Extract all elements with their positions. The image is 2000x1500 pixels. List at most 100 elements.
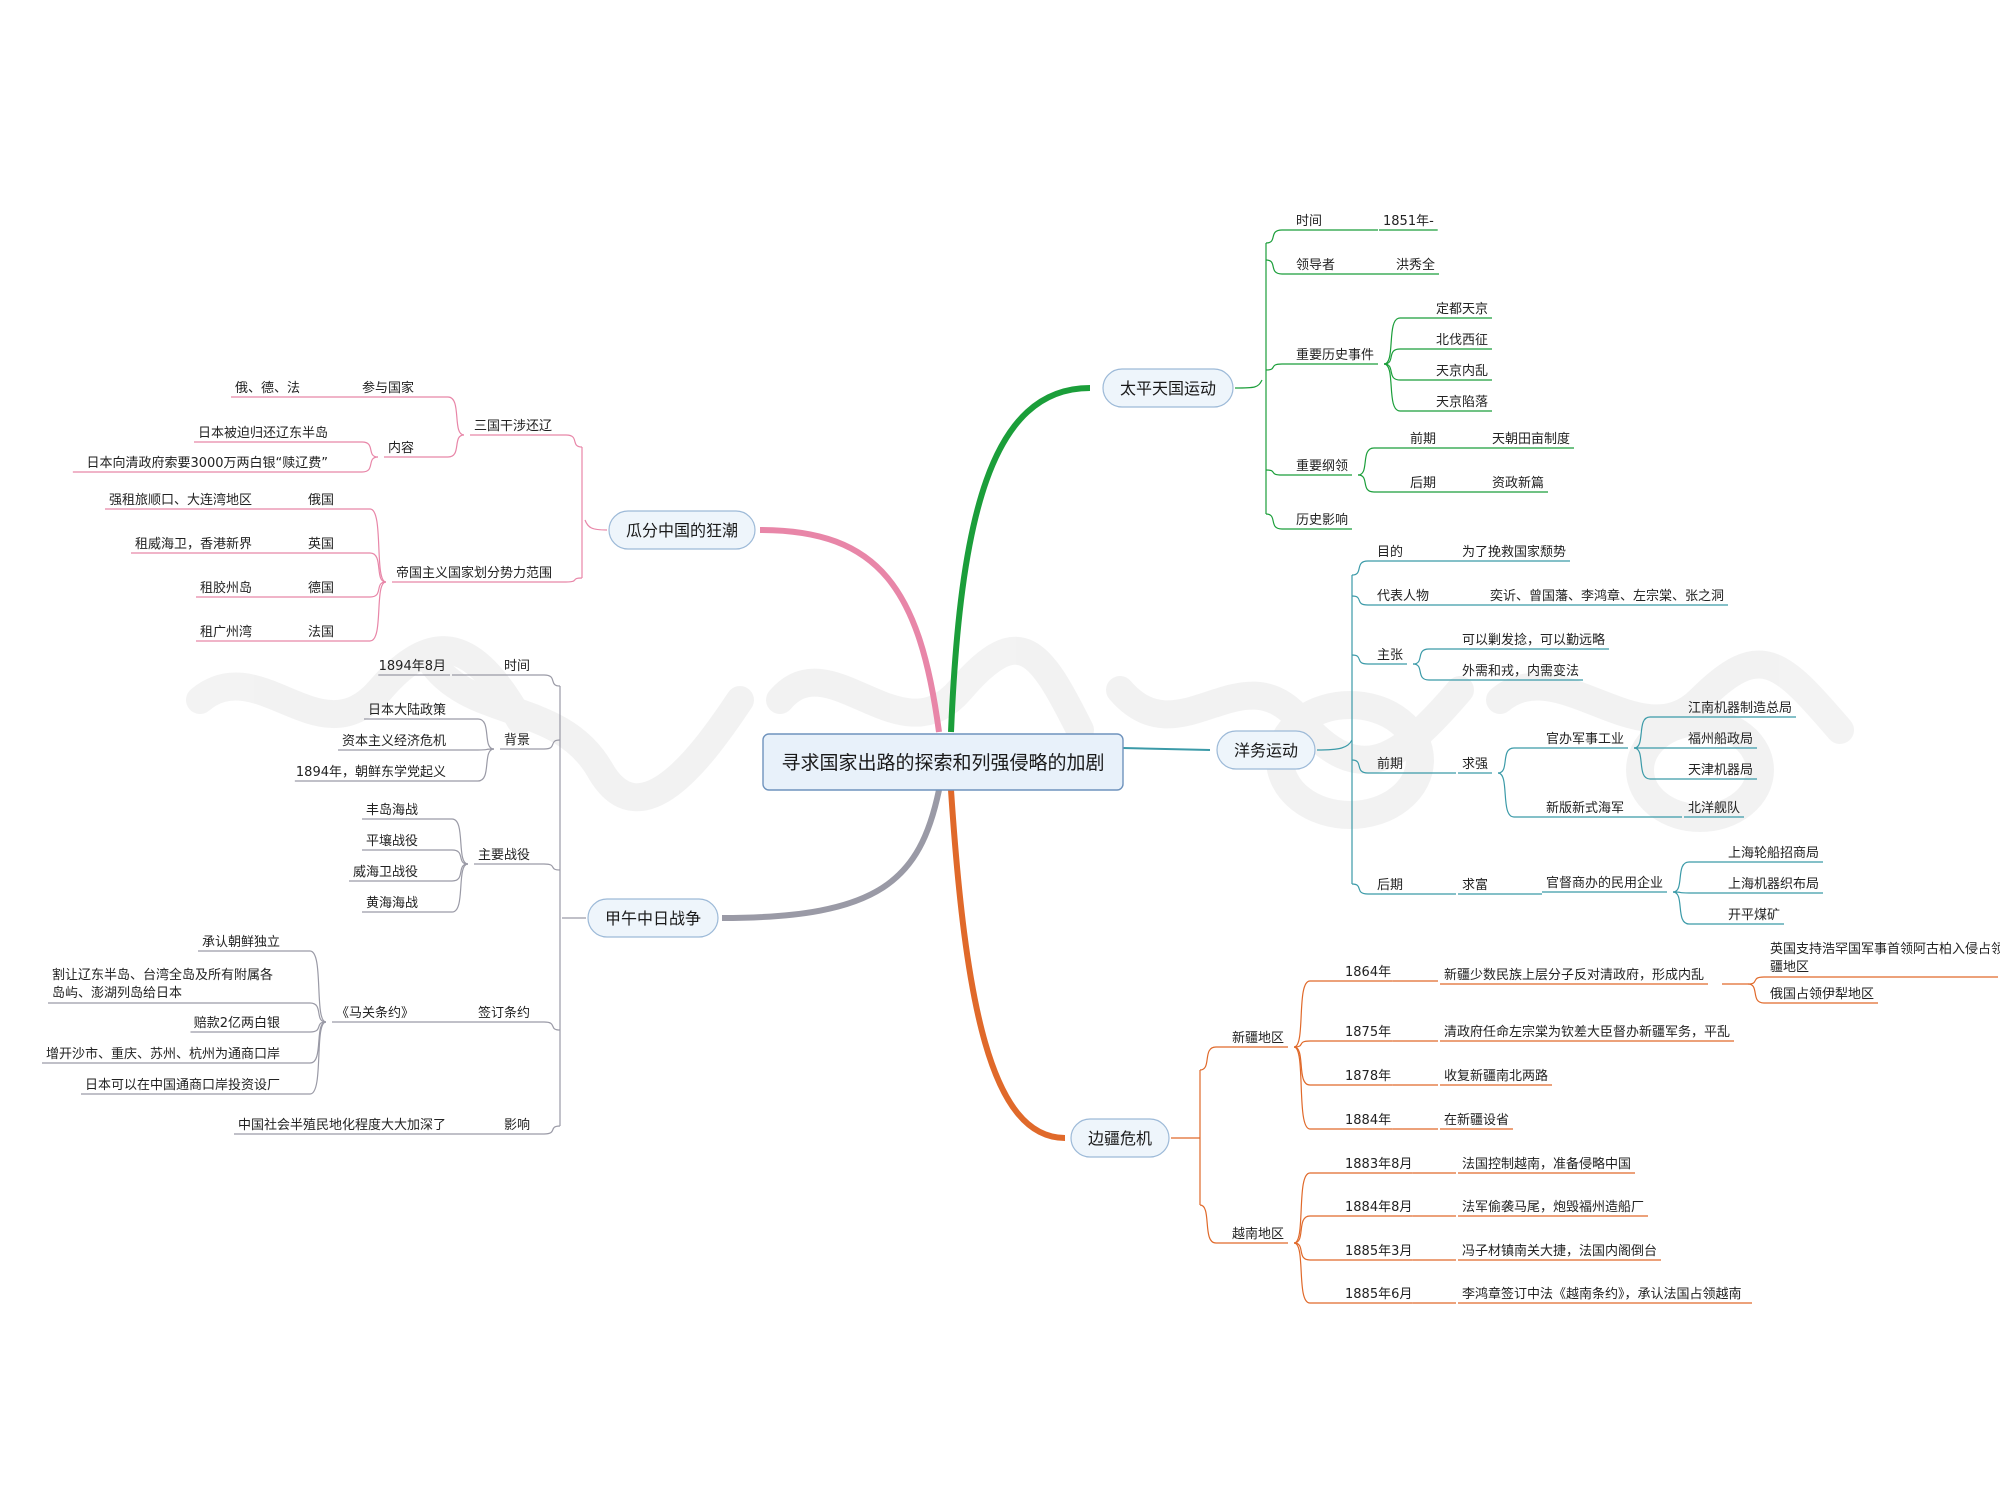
connector-line [1351, 759, 1373, 774]
jiawu-treaty-item-4: 增开沙市、重庆、苏州、杭州为通商口岸 [46, 1046, 280, 1062]
jiawu-time-value: 1894年8月 [379, 659, 446, 674]
yangwu-civil-3: 开平煤矿 [1728, 908, 1780, 923]
border-xj-year-3: 1878年 [1345, 1069, 1391, 1084]
yangwu-people-label: 代表人物 [1377, 589, 1429, 604]
taiping-early-label: 前期 [1410, 431, 1436, 447]
root-topic-label: 寻求国家出路的探索和列强侵略的加剧 [781, 752, 1104, 774]
jiawu-bg-label: 背景 [504, 733, 530, 748]
branch-border-box[interactable] [1070, 1118, 1170, 1158]
connector-line [1383, 363, 1432, 412]
branch-curve-taiping [948, 385, 1091, 733]
branch-curve-border [948, 789, 1066, 1141]
branch-yangwu-box[interactable] [1216, 730, 1316, 770]
connector-line [556, 577, 583, 583]
connector-line [450, 748, 495, 751]
branch-curve-jiawu [721, 789, 942, 921]
yangwu-fu-label: 求富 [1462, 877, 1488, 893]
connector-line [1412, 663, 1458, 681]
jiawu-bg-2: 资本主义经济危机 [342, 734, 446, 749]
connector-line [534, 674, 561, 687]
guafen-countries-value: 俄、德、法 [235, 381, 300, 396]
border-xj-text-3: 收复新疆南北两路 [1444, 1068, 1548, 1084]
yangwu-claim-1: 可以剿发捻，可以勤远略 [1462, 632, 1605, 648]
guafen-sphere-area-2: 租威海卫，香港新界 [135, 536, 252, 552]
branch-taiping-label: 太平天国运动 [1120, 379, 1216, 398]
connector-line [534, 739, 561, 750]
connector-line [1265, 229, 1292, 244]
jiawu-battle-4: 黄海海战 [366, 896, 418, 911]
jiawu-battle-3: 威海卫战役 [353, 865, 418, 880]
connector-line [1293, 1242, 1341, 1261]
connector-line [556, 434, 583, 448]
connector-line [1293, 1046, 1341, 1130]
connector-lines [42, 229, 1998, 1304]
connector-line [1383, 363, 1432, 381]
jiawu-time-label: 时间 [504, 659, 530, 674]
branch-yangwu-label: 洋务运动 [1234, 741, 1298, 760]
border-vn-text-1: 法国控制越南，准备侵略中国 [1462, 1156, 1631, 1172]
connector-line [450, 748, 495, 782]
border-vn-year-2: 1884年8月 [1345, 1200, 1412, 1215]
connector-line [1412, 648, 1458, 665]
yangwu-navy-label: 新版新式海军 [1546, 800, 1624, 816]
jiawu-treaty-item-2-cont: 岛屿、澎湖列岛给日本 [52, 985, 182, 1001]
border-xinjiang-label: 新疆地区 [1232, 1030, 1284, 1046]
border-xj-text-4: 在新疆设省 [1444, 1112, 1509, 1128]
guafen-sphere-area-3: 租胶州岛 [200, 580, 252, 596]
connector-line [1357, 447, 1406, 476]
connector-line [1265, 469, 1292, 476]
connector-line [1199, 1046, 1228, 1071]
root-topic-box[interactable] [762, 733, 1124, 791]
border-xj-year-2: 1875年 [1345, 1025, 1391, 1040]
connector-line [1351, 560, 1373, 576]
connector-line [1672, 891, 1724, 925]
connector-line [1497, 772, 1542, 818]
connector-line [1633, 747, 1684, 780]
jiawu-treaty-item-2: 割让辽东半岛、台湾全岛及所有附属各 [52, 967, 273, 983]
guafen-content-2: 日本向清政府索要3000万两白银“赎辽费” [86, 455, 328, 471]
jiawu-bg-3: 1894年，朝鲜东学党起义 [296, 764, 446, 780]
guafen-sphere-country-2: 英国 [308, 537, 334, 552]
connector-line [284, 1021, 327, 1095]
yangwu-navy-value: 北洋舰队 [1688, 801, 1740, 816]
border-xj-year-1: 1864年 [1345, 965, 1391, 980]
yangwu-goal-value: 为了挽救国家颓势 [1462, 544, 1566, 560]
guafen-sphere-area-4: 租广州湾 [200, 624, 252, 640]
border-vn-year-4: 1885年6月 [1345, 1287, 1412, 1302]
connector-line [284, 950, 327, 1023]
yangwu-military-label: 官办军事工业 [1546, 731, 1624, 747]
branch-guafen-box[interactable] [608, 510, 756, 550]
border-vietnam-label: 越南地区 [1232, 1226, 1284, 1242]
connector-line [284, 1021, 327, 1064]
connector-line [1293, 1242, 1341, 1304]
connector-line [1293, 980, 1341, 1048]
branch-guafen-label: 瓜分中国的狂潮 [626, 521, 738, 540]
connector-line [1497, 747, 1542, 774]
guafen-sphere-area-1: 强租旅顺口、大连湾地区 [109, 492, 252, 508]
yangwu-military-3: 天津机器局 [1688, 763, 1753, 778]
taiping-influence-label: 历史影响 [1296, 512, 1348, 528]
connector-line [1351, 654, 1373, 665]
branch-jiawu-box[interactable] [587, 898, 719, 938]
taiping-event-1: 定都天京 [1436, 302, 1488, 317]
jiawu-battle-label: 主要战役 [478, 848, 530, 863]
connector-line [338, 508, 387, 583]
connector-line [534, 1125, 561, 1135]
jiawu-battle-2: 平壤战役 [366, 833, 418, 849]
yangwu-civil-label: 官督商办的民用企业 [1546, 875, 1663, 891]
taiping-late-label: 后期 [1410, 476, 1436, 491]
branch-taiping-box[interactable] [1102, 368, 1234, 408]
connector-line [418, 434, 465, 458]
connector-line [422, 849, 469, 865]
guafen-sphere-country-4: 法国 [308, 625, 334, 640]
connector-line [422, 818, 469, 865]
yangwu-civil-1: 上海轮船招商局 [1728, 846, 1819, 861]
yangwu-military-2: 福州船政局 [1688, 732, 1753, 747]
connector-line [284, 1002, 327, 1023]
connector-line [450, 718, 495, 750]
branch-border-label: 边疆危机 [1088, 1129, 1152, 1148]
taiping-leader-value: 洪秀全 [1396, 257, 1435, 273]
yangwu-military-1: 江南机器制造总局 [1688, 700, 1792, 716]
connector-line [584, 519, 608, 531]
